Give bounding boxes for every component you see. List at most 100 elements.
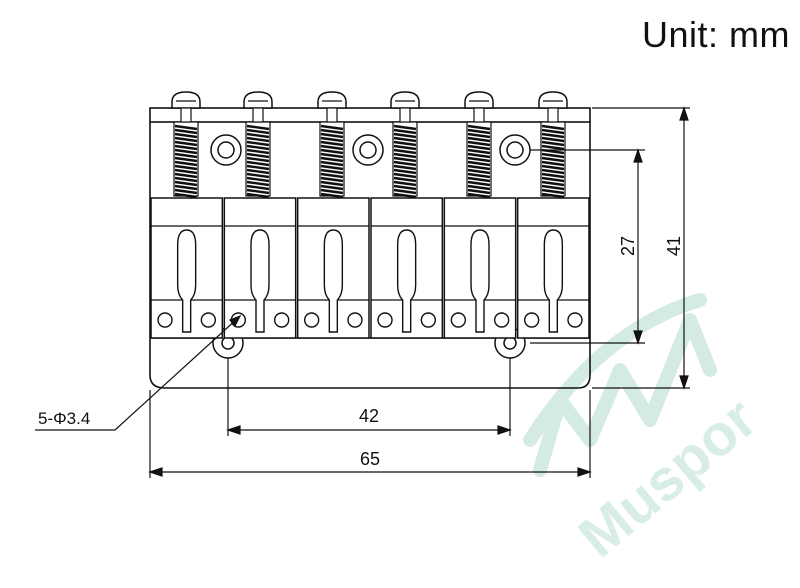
spring-coil-1-10 <box>174 160 198 167</box>
spring-coil-5-17 <box>467 188 491 195</box>
watermark-logo-icon <box>523 293 717 477</box>
spring-coil-3-5 <box>320 140 344 147</box>
spring-coil-4-3 <box>393 132 417 139</box>
spring-coil-3-1 <box>320 124 344 131</box>
spring-coil-5-1 <box>467 124 491 131</box>
spring-coil-4-16 <box>393 184 417 191</box>
spring-coil-3-17 <box>320 188 344 195</box>
spring-coil-2-15 <box>246 180 270 187</box>
screw-shank-4 <box>399 107 411 123</box>
mounting-hole-bottom-right-inner <box>503 336 517 350</box>
spring-coil-6-12 <box>541 168 565 175</box>
callout-arrow <box>229 314 242 328</box>
spring-coil-5-6 <box>467 144 491 151</box>
spring-coil-6-8 <box>541 152 565 159</box>
spring-coil-1-3 <box>174 132 198 139</box>
spring-coil-6-15 <box>541 180 565 187</box>
screw-head-5 <box>464 91 494 109</box>
spring-coil-3-10 <box>320 160 344 167</box>
saddle-slot-4 <box>396 229 417 333</box>
screw-shank-1 <box>180 107 192 123</box>
spring-coil-1-8 <box>174 152 198 159</box>
callout-leader <box>114 317 239 431</box>
screw-head-4 <box>390 91 420 109</box>
unit-label: Unit: mm <box>642 14 790 55</box>
screw-shank-5 <box>473 107 485 123</box>
dim-text-27: 27 <box>618 236 638 256</box>
spring-coil-6-9 <box>541 156 565 163</box>
spring-coil-2-8 <box>246 152 270 159</box>
spring-coil-6-5 <box>541 140 565 147</box>
screw-head-6 <box>538 91 568 109</box>
dim-arrow-27-top <box>633 148 643 163</box>
spring-coil-6-11 <box>541 164 565 171</box>
spring-coil-1-7 <box>174 148 198 155</box>
spring-coil-5-18 <box>467 192 491 199</box>
saddle-hole-right-4 <box>420 312 437 328</box>
saddle-hole-right-2 <box>273 312 290 328</box>
saddle-hole-left-4 <box>377 312 393 328</box>
spring-coil-6-14 <box>541 176 565 183</box>
saddle-hole-left-1 <box>157 312 173 328</box>
saddle-hole-right-1 <box>200 312 217 328</box>
spring-coil-2-13 <box>246 172 270 179</box>
top-rail <box>149 107 591 123</box>
mounting-hole-top-right-inner <box>506 141 524 159</box>
spring-coil-5-14 <box>467 176 491 183</box>
spring-coil-5-15 <box>467 180 491 187</box>
spring-coil-6-13 <box>541 172 565 179</box>
spring-coil-5-8 <box>467 152 491 159</box>
spring-coil-6-17 <box>541 188 565 195</box>
spring-coil-3-9 <box>320 156 344 163</box>
saddle-slot-6 <box>543 229 564 333</box>
spring-coil-1-13 <box>174 172 198 179</box>
saddle-slot-1 <box>176 229 197 333</box>
spring-coil-3-12 <box>320 168 344 175</box>
spring-coil-4-6 <box>393 144 417 151</box>
saddle-hole-left-3 <box>303 312 320 328</box>
saddle-slot-5 <box>470 229 490 333</box>
spring-coil-2-17 <box>246 188 270 195</box>
saddle-hole-left-5 <box>450 312 467 328</box>
spring-coil-4-15 <box>393 180 417 187</box>
mounting-hole-top-left-inner <box>217 141 235 159</box>
spring-coil-2-4 <box>246 136 270 143</box>
spring-coil-1-9 <box>174 156 198 163</box>
dim-text-65: 65 <box>360 449 380 469</box>
mounting-hole-top-center-inner <box>359 141 377 159</box>
spring-coil-3-14 <box>320 176 344 183</box>
spring-coil-5-13 <box>467 172 491 179</box>
spring-coil-1-4 <box>174 136 198 143</box>
spring-coil-2-7 <box>246 148 270 155</box>
spring-coil-5-11 <box>467 164 491 171</box>
mounting-hole-bottom-left-inner <box>221 336 235 350</box>
spring-coil-5-7 <box>467 148 491 155</box>
spring-coil-4-8 <box>393 152 417 159</box>
spring-coil-1-16 <box>174 184 198 191</box>
saddle-hole-left-6 <box>523 312 540 328</box>
spring-coil-4-7 <box>393 148 417 155</box>
spring-coil-6-3 <box>541 132 565 139</box>
spring-coil-6-10 <box>541 160 565 167</box>
dim-arrow-42-left <box>226 425 241 435</box>
spring-coil-1-14 <box>174 176 198 183</box>
spring-coil-4-1 <box>393 124 417 131</box>
saddle-slot-3 <box>323 229 344 333</box>
spring-coil-4-10 <box>393 160 417 167</box>
dim-arrow-65-left <box>148 467 163 477</box>
spring-coil-2-14 <box>246 176 270 183</box>
spring-coil-3-4 <box>320 136 344 143</box>
spring-coil-3-13 <box>320 172 344 179</box>
spring-coil-6-2 <box>541 128 565 135</box>
dim-arrow-42-right <box>497 425 512 435</box>
spring-coil-2-10 <box>246 160 270 167</box>
spring-coil-2-5 <box>246 140 270 147</box>
spring-coil-3-18 <box>320 192 344 199</box>
screw-shank-2 <box>252 107 264 123</box>
spring-coil-5-9 <box>467 156 491 163</box>
saddle-hole-right-5 <box>493 312 510 328</box>
spring-coil-4-5 <box>393 140 417 147</box>
spring-coil-2-1 <box>246 124 270 131</box>
